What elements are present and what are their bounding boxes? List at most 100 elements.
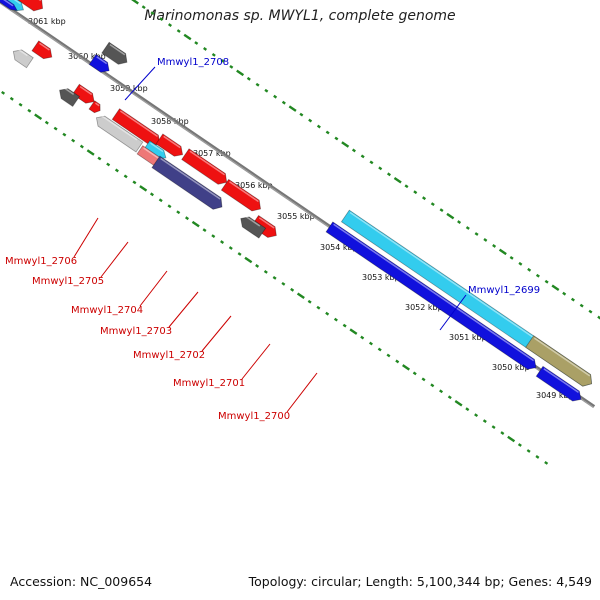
ruler-tick bbox=[237, 252, 242, 256]
gene-feature[interactable] bbox=[31, 40, 53, 60]
gene-feature[interactable] bbox=[155, 133, 184, 157]
ruler-tick bbox=[158, 198, 163, 203]
gene-label[interactable]: Mmwyl1_2705 bbox=[32, 276, 104, 287]
ruler-tick bbox=[422, 196, 427, 201]
ruler-tick bbox=[386, 353, 391, 358]
gene-feature[interactable] bbox=[325, 221, 537, 370]
ruler-tick bbox=[290, 287, 295, 292]
gene-feature[interactable] bbox=[535, 365, 582, 402]
ruler-tick bbox=[97, 156, 102, 161]
gene-feature[interactable] bbox=[0, 0, 18, 11]
ruler-tick bbox=[141, 5, 146, 10]
ruler-tick bbox=[369, 160, 374, 165]
ruler-tick bbox=[34, 113, 43, 120]
ruler-tick bbox=[106, 162, 111, 167]
ruler-tick bbox=[203, 47, 208, 51]
ruler-tick bbox=[307, 299, 312, 304]
gene-highlight bbox=[189, 150, 225, 176]
map-title: Marinomonas sp. MWYL1, complete genome bbox=[144, 8, 456, 24]
ruler-tick bbox=[395, 359, 400, 364]
ruler-tick bbox=[220, 240, 225, 244]
ruler-tick bbox=[27, 108, 32, 113]
ruler-tick bbox=[360, 335, 365, 340]
ruler-tick bbox=[211, 234, 216, 238]
gene-label-leader bbox=[100, 241, 129, 278]
ruler-tick bbox=[386, 172, 391, 177]
ruler-tick bbox=[334, 136, 339, 141]
gene-feature[interactable] bbox=[12, 49, 34, 69]
ruler-tick bbox=[430, 383, 435, 388]
gene-label[interactable]: Mmwyl1_2700 bbox=[218, 411, 290, 422]
gene-highlight bbox=[63, 86, 75, 95]
ruler-tick bbox=[167, 23, 172, 27]
ruler-tick bbox=[185, 216, 190, 221]
ruler-tick bbox=[446, 212, 455, 220]
gene-highlight bbox=[160, 157, 221, 200]
ruler-tick bbox=[377, 347, 382, 352]
gene-feature[interactable] bbox=[88, 100, 101, 114]
gene-highlight bbox=[119, 110, 158, 138]
ruler-tick bbox=[176, 210, 181, 215]
gene-label[interactable]: Mmwyl1_2704 bbox=[71, 305, 143, 316]
ruler-tick-label: 3052 kbp bbox=[405, 303, 443, 312]
ruler-tick bbox=[474, 413, 479, 418]
ruler-tick bbox=[483, 238, 488, 242]
ruler-tick bbox=[325, 130, 330, 135]
gene-label-leader bbox=[124, 66, 156, 101]
ruler-tick bbox=[176, 29, 181, 33]
gene-feature-layer[interactable] bbox=[0, 0, 593, 402]
ruler-tick bbox=[439, 208, 444, 213]
ruler-tick bbox=[255, 82, 260, 87]
gene-feature[interactable] bbox=[0, 0, 44, 12]
ruler-tick bbox=[288, 105, 297, 112]
gene-label-leader bbox=[168, 291, 199, 328]
ruler-tick bbox=[281, 281, 286, 286]
ruler-tick-label: 3050 kbp bbox=[492, 363, 530, 372]
ruler-tick bbox=[454, 399, 463, 407]
ruler-tick-label: 3057 kbp bbox=[193, 149, 231, 158]
ruler-tick bbox=[325, 311, 330, 316]
ruler-tick-label: 3056 kbp bbox=[235, 181, 273, 190]
ruler-tick bbox=[246, 76, 251, 81]
ruler-tick bbox=[439, 389, 444, 394]
gene-label[interactable]: Mmwyl1_2708 bbox=[157, 57, 229, 68]
gene-highlight bbox=[533, 337, 591, 377]
gene-feature[interactable] bbox=[151, 155, 223, 210]
ruler-tick bbox=[114, 168, 119, 173]
gene-feature[interactable] bbox=[59, 88, 81, 107]
gene-label[interactable]: Mmwyl1_2699 bbox=[468, 285, 540, 296]
gene-highlight bbox=[3, 0, 14, 7]
gene-label[interactable]: Mmwyl1_2701 bbox=[173, 378, 245, 389]
ruler-tick bbox=[507, 435, 516, 443]
gene-feature[interactable] bbox=[88, 53, 110, 73]
gene-feature[interactable] bbox=[525, 335, 593, 387]
gene-feature[interactable] bbox=[220, 178, 262, 212]
gene-highlight bbox=[17, 48, 28, 57]
ruler-tick bbox=[273, 94, 278, 99]
gene-label-leader bbox=[286, 372, 318, 413]
ruler-tick bbox=[150, 11, 155, 16]
ruler-tick bbox=[341, 141, 350, 148]
gene-label[interactable]: Mmwyl1_2706 bbox=[5, 256, 77, 267]
ruler-tick bbox=[518, 261, 523, 266]
ruler-tick bbox=[1, 90, 6, 95]
ruler-tick-label: 3051 kbp bbox=[449, 333, 487, 342]
gene-label-leader bbox=[139, 270, 168, 307]
gene-feature[interactable] bbox=[181, 148, 228, 185]
gene-feature[interactable] bbox=[71, 83, 95, 104]
gene-feature[interactable] bbox=[95, 115, 144, 153]
ruler-tick bbox=[500, 431, 505, 435]
ruler-tick bbox=[402, 364, 410, 371]
ruler-tick bbox=[368, 341, 373, 346]
ruler-tick-label: 3049 kbp bbox=[536, 391, 574, 400]
gene-feature[interactable] bbox=[101, 41, 128, 65]
genome-summary-text: Topology: circular; Length: 5,100,344 bp… bbox=[248, 574, 592, 589]
gene-label[interactable]: Mmwyl1_2703 bbox=[100, 326, 172, 337]
gene-feature[interactable] bbox=[240, 216, 267, 239]
gene-highlight bbox=[109, 44, 126, 56]
gene-highlight bbox=[13, 0, 21, 5]
ruler-tick bbox=[447, 395, 452, 400]
gene-label[interactable]: Mmwyl1_2702 bbox=[133, 350, 205, 361]
